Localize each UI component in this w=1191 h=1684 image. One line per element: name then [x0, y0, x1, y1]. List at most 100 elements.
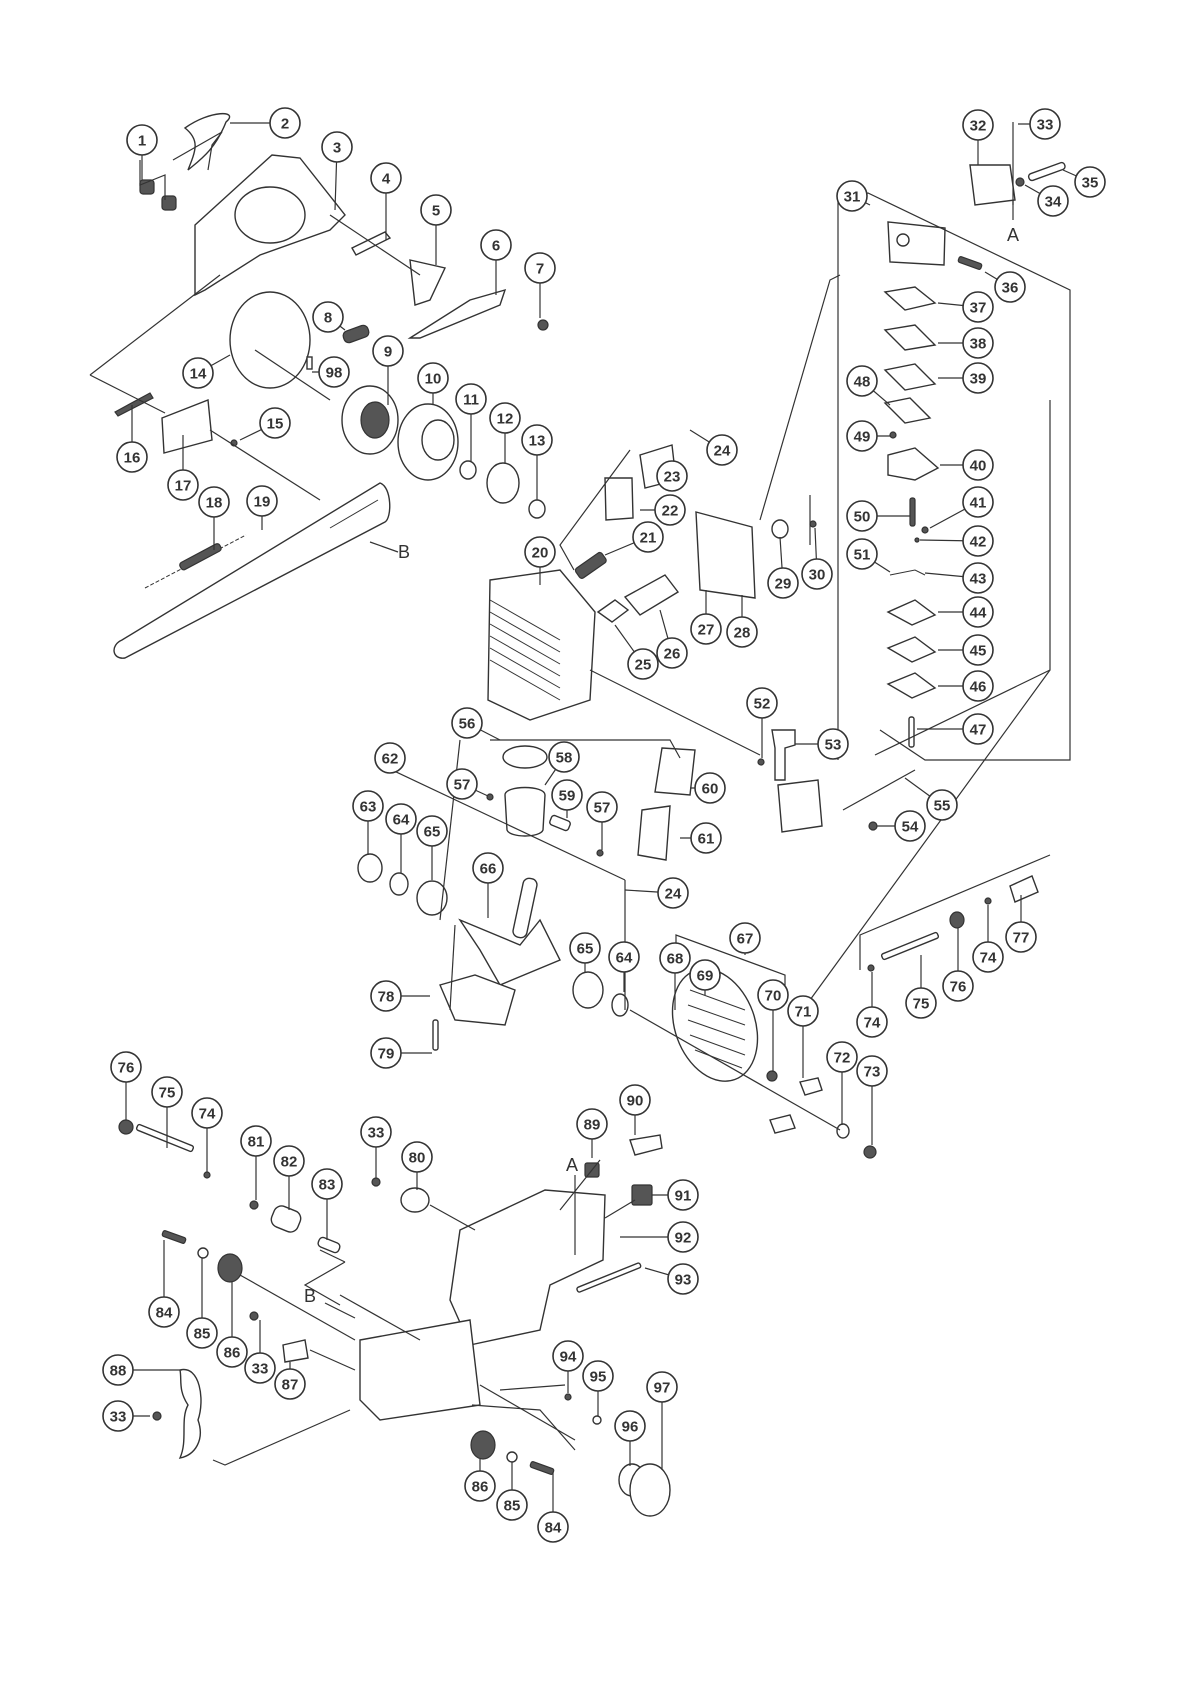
callout-number: 88 [110, 1363, 127, 1380]
callout-c64a: 64 [385, 803, 417, 873]
callout-bubble [962, 327, 994, 359]
callout-bubble [102, 1354, 134, 1386]
part-33-screw-b [371, 1177, 381, 1187]
callout-number: 90 [627, 1093, 644, 1110]
callout-bubble [690, 822, 722, 854]
callout-number: 24 [665, 886, 682, 903]
callout-number: 22 [662, 503, 679, 520]
callout-number: 85 [194, 1326, 211, 1343]
callout-bubble [972, 941, 1004, 973]
part-drawings [113, 112, 1066, 1517]
callout-c32: 32 [962, 109, 994, 165]
callout-c54: 54 [877, 810, 926, 842]
part-30-pin [809, 520, 817, 528]
callout-bubble [370, 162, 402, 194]
part-93-throttle-rod [576, 1262, 642, 1293]
part-95-filter [592, 1415, 602, 1425]
callout-bubble [667, 1221, 699, 1253]
part-18-chain-links [179, 543, 222, 571]
callout-c84a: 84 [148, 1240, 180, 1328]
part-57-clip-a [486, 793, 494, 801]
callout-c59: 59 [551, 779, 583, 818]
callout-c42: 42 [919, 525, 994, 557]
callout-c53: 53 [795, 728, 849, 760]
callout-c35: 35 [1062, 166, 1106, 198]
callout-number: 40 [970, 458, 987, 475]
callout-bubble [374, 742, 406, 774]
callout-number: 65 [424, 824, 441, 841]
callout-bubble [167, 469, 199, 501]
part-71-pawl [799, 1077, 823, 1096]
callout-number: 91 [675, 1188, 692, 1205]
callout-number: 89 [584, 1117, 601, 1134]
callout-c14: 14 [182, 354, 231, 389]
callout-c97: 97 [646, 1371, 678, 1470]
callout-bubble [962, 562, 994, 594]
callout-bubble [274, 1368, 306, 1400]
callout-number: 20 [532, 545, 549, 562]
callout-number: 26 [664, 646, 681, 663]
part-72-washer [836, 1123, 850, 1139]
part-20-cylinder [487, 569, 596, 721]
part-85-washer [197, 1247, 209, 1259]
callout-bubble [846, 420, 878, 452]
callout-c8: 8 [312, 301, 346, 333]
callout-number: 3 [333, 140, 341, 157]
callout-c85b: 85 [496, 1462, 528, 1521]
callout-bubble [551, 779, 583, 811]
callout-bubble [962, 713, 994, 745]
part-49-screen [889, 431, 897, 439]
callout-c76b: 76 [110, 1051, 142, 1120]
callout-c90: 90 [619, 1084, 651, 1135]
callout-bubble [182, 357, 214, 389]
callout-c41: 41 [929, 486, 994, 529]
callout-bubble [312, 301, 344, 333]
callout-c16: 16 [116, 405, 148, 473]
callout-c27: 27 [690, 590, 722, 645]
callout-bubble [787, 995, 819, 1027]
callout-bubble [191, 1097, 223, 1129]
part-65-bearing-right [572, 971, 604, 1009]
callout-bubble [646, 1371, 678, 1403]
part-57-clip-b [596, 849, 604, 857]
callout-bubble [586, 791, 618, 823]
part-33-screw-c [249, 1311, 259, 1321]
part-87-bracket [282, 1339, 309, 1363]
callout-c4: 4 [370, 162, 402, 240]
callout-bubble [926, 789, 958, 821]
part-39-gasket [883, 363, 937, 391]
callout-number: 46 [970, 679, 987, 696]
part-19-bar-slot [329, 499, 379, 529]
callout-number: 33 [368, 1125, 385, 1142]
part-82-bushing [270, 1205, 302, 1233]
callout-bubble [962, 596, 994, 628]
callout-c64b: 64 [608, 941, 640, 992]
ref-letter-a-bottom: A [566, 1155, 578, 1175]
part-3-cover-ring [234, 186, 306, 244]
part-11-bearing [459, 460, 477, 480]
callout-number: 30 [809, 567, 826, 584]
callout-number: 10 [425, 371, 442, 388]
callout-bubble [746, 687, 778, 719]
callout-number: 64 [616, 950, 633, 967]
callout-number: 74 [864, 1015, 881, 1032]
part-80-mount [400, 1187, 430, 1213]
callout-number: 32 [970, 118, 987, 135]
part-66-connecting-rod [512, 877, 538, 939]
callout-number: 72 [834, 1050, 851, 1067]
callout-c85a: 85 [186, 1258, 218, 1349]
callout-bubble [110, 1051, 142, 1083]
callout-bubble [962, 449, 994, 481]
callout-bubble [321, 131, 353, 163]
callout-bubble [614, 1410, 646, 1442]
callout-c96: 96 [614, 1410, 646, 1466]
callout-c74b: 74 [972, 905, 1004, 973]
part-66-crankshaft [458, 918, 561, 986]
callout-c48: 48 [846, 365, 891, 406]
callout-number: 57 [454, 777, 471, 794]
part-64-seal [389, 872, 409, 896]
callout-bubble [656, 637, 688, 669]
callout-number: 21 [640, 530, 657, 547]
callout-number: 97 [654, 1380, 671, 1397]
